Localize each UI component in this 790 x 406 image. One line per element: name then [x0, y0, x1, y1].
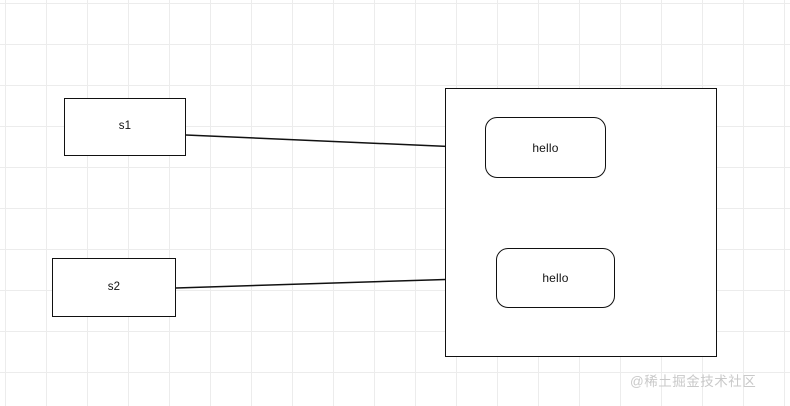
node-hello-1[interactable]: hello [485, 117, 606, 178]
node-s2-label: s2 [107, 280, 121, 293]
node-s1[interactable]: s1 [64, 98, 186, 156]
node-hello-2-label: hello [542, 271, 569, 285]
node-hello-2[interactable]: hello [496, 248, 615, 308]
edge-s1-to-hello1[interactable] [185, 134, 484, 152]
node-s1-label: s1 [118, 120, 132, 133]
watermark: @稀土掘金技术社区 [630, 374, 757, 389]
node-hello-1-label: hello [532, 140, 559, 155]
node-s2[interactable]: s2 [52, 258, 176, 317]
